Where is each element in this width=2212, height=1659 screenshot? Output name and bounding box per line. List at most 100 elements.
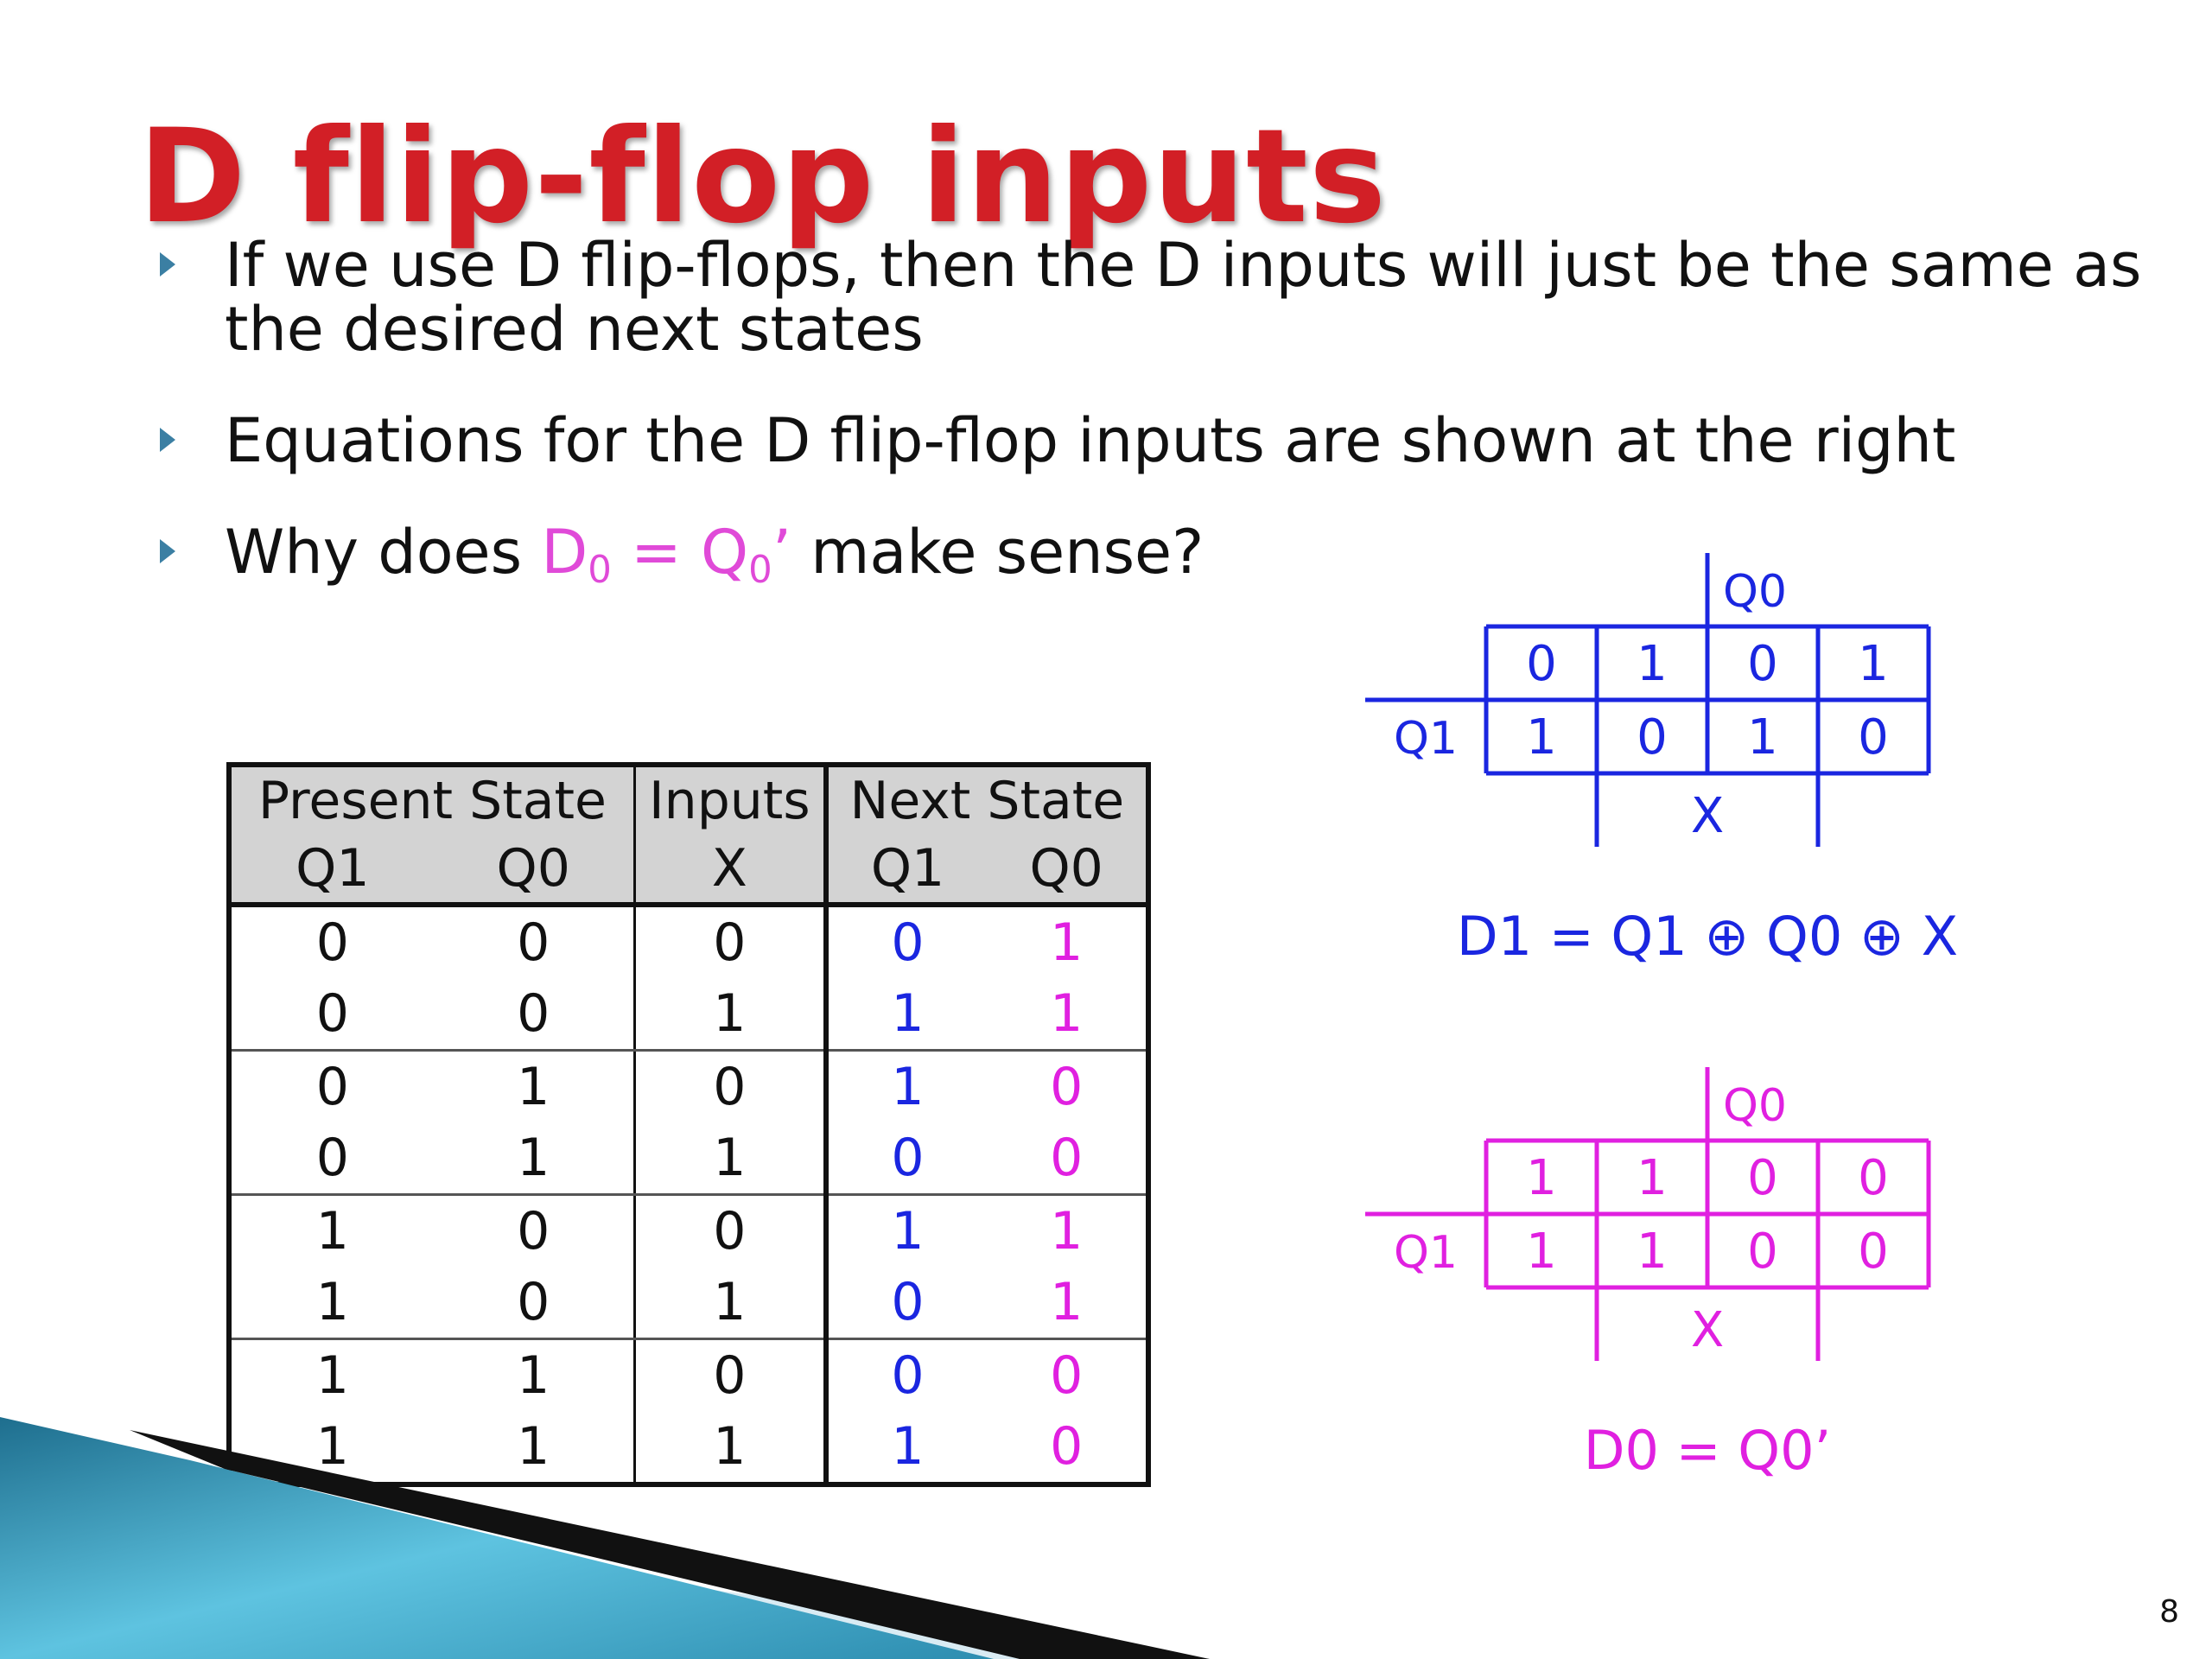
table-cell: 0 xyxy=(632,1050,826,1122)
triangle-bullet-icon xyxy=(160,539,175,563)
table-cell: 0 xyxy=(1050,1416,1084,1477)
kmap-bottom-label: X xyxy=(1691,1302,1724,1358)
decorative-swoosh xyxy=(0,1417,1210,1659)
kmap-cell: 1 xyxy=(1526,1224,1557,1280)
kmap-cell: 1 xyxy=(1637,636,1668,692)
table-cell: 0 xyxy=(229,1122,434,1196)
table-subheader: X xyxy=(632,835,826,907)
table-cell: 0 xyxy=(987,1122,1148,1196)
kmap-cell: 0 xyxy=(1747,1224,1778,1280)
kmap-cell: 1 xyxy=(1526,709,1557,766)
table-cell: 1 xyxy=(632,1411,826,1484)
kmap-row-label: Q1 xyxy=(1394,713,1458,765)
kmap-cell: 1 xyxy=(1637,1224,1668,1280)
table-cell: 0 xyxy=(1050,1057,1084,1117)
triangle-bullet-icon xyxy=(160,252,175,276)
table-cell: 0 xyxy=(632,1194,826,1267)
table-cell: 1 xyxy=(229,1267,434,1340)
table-cell: 0 xyxy=(1050,1345,1084,1406)
kmap-cell: 0 xyxy=(1747,636,1778,692)
table-cell: 1 xyxy=(632,978,826,1052)
table-cell: 1 xyxy=(823,1194,988,1267)
kmap-cell: 0 xyxy=(1747,1150,1778,1206)
table-cell: 1 xyxy=(1050,1201,1084,1262)
bullet-text: make sense? xyxy=(791,517,1205,588)
table-cell: 0 xyxy=(823,905,988,978)
table-cell: 1 xyxy=(632,1122,826,1196)
table-cell: 1 xyxy=(433,1122,635,1196)
table-cell: 0 xyxy=(823,1122,988,1196)
kmap-cell: 0 xyxy=(1637,709,1668,766)
table-cell: 0 xyxy=(229,978,434,1052)
kmap-cell: 0 xyxy=(1526,636,1557,692)
table-cell: 0 xyxy=(433,1267,635,1340)
kmap-equation: D0 = Q0’ xyxy=(1584,1419,1832,1482)
table-cell: 1 xyxy=(517,1416,550,1477)
table-cell: 1 xyxy=(315,1201,349,1262)
bullet-list: If we use D flip-flops, then the D input… xyxy=(160,233,2173,650)
table-cell: 0 xyxy=(823,1267,988,1340)
table-cell: 0 xyxy=(632,1338,826,1411)
kmap-cell: 0 xyxy=(1858,1150,1889,1206)
table-cell: 1 xyxy=(315,1416,349,1477)
table-cell: 1 xyxy=(517,1057,550,1117)
table-header-next-state: Next State xyxy=(823,765,1148,835)
kmap-row-label: Q1 xyxy=(1394,1227,1458,1279)
table-cell: 0 xyxy=(632,905,826,978)
slide-title: D flip-flop inputs xyxy=(138,102,1388,252)
table-cell: 1 xyxy=(517,1345,550,1406)
table-cell: 0 xyxy=(823,1338,988,1411)
inline-equation: D0 = Q0’ xyxy=(541,517,791,592)
bullet-text: Why does xyxy=(225,517,542,588)
bullet-item: If we use D flip-flops, then the D input… xyxy=(160,233,2173,361)
table-cell: 0 xyxy=(433,978,635,1052)
table-cell: 1 xyxy=(1050,912,1084,973)
bullet-item: Equations for the D flip-flop inputs are… xyxy=(160,409,2173,473)
state-table: Present State Inputs Next State Q1 Q0 X … xyxy=(226,762,1151,1487)
kmap-cell: 1 xyxy=(1747,709,1778,766)
table-header-inputs: Inputs xyxy=(632,765,826,835)
table-subheader: Q0 xyxy=(987,835,1148,907)
table-header-present-state: Present State xyxy=(229,765,635,835)
table-subheader: Q0 xyxy=(433,835,635,907)
bullet-text: Equations for the D flip-flop inputs are… xyxy=(225,405,1956,476)
table-cell: 0 xyxy=(517,1201,550,1262)
kmap-col-label: Q0 xyxy=(1723,566,1787,618)
kmap-cell: 1 xyxy=(1637,1150,1668,1206)
table-cell: 1 xyxy=(987,978,1148,1052)
kmap-cell: 0 xyxy=(1858,709,1889,766)
table-cell: 1 xyxy=(823,1050,988,1122)
kmap-col-label: Q0 xyxy=(1723,1080,1787,1132)
table-subheader: Q1 xyxy=(229,835,434,907)
kmap-cell: 0 xyxy=(1858,1224,1889,1280)
triangle-bullet-icon xyxy=(160,428,175,452)
table-subheader: Q1 xyxy=(823,835,988,907)
kmap-bottom-label: X xyxy=(1691,788,1724,844)
table-cell: 1 xyxy=(632,1267,826,1340)
page-number: 8 xyxy=(2159,1594,2179,1630)
bullet-item: Why does D0 = Q0’ make sense? xyxy=(160,520,2173,602)
table-cell: 1 xyxy=(823,978,988,1052)
table-cell: 0 xyxy=(315,1057,349,1117)
table-cell: 1 xyxy=(315,1345,349,1406)
bullet-text: If we use D flip-flops, then the D input… xyxy=(225,230,2142,365)
table-cell: 0 xyxy=(315,912,349,973)
kmap-cell: 1 xyxy=(1526,1150,1557,1206)
table-cell: 1 xyxy=(823,1411,988,1484)
table-cell: 0 xyxy=(517,912,550,973)
kmap-cell: 1 xyxy=(1858,636,1889,692)
table-cell: 1 xyxy=(987,1267,1148,1340)
